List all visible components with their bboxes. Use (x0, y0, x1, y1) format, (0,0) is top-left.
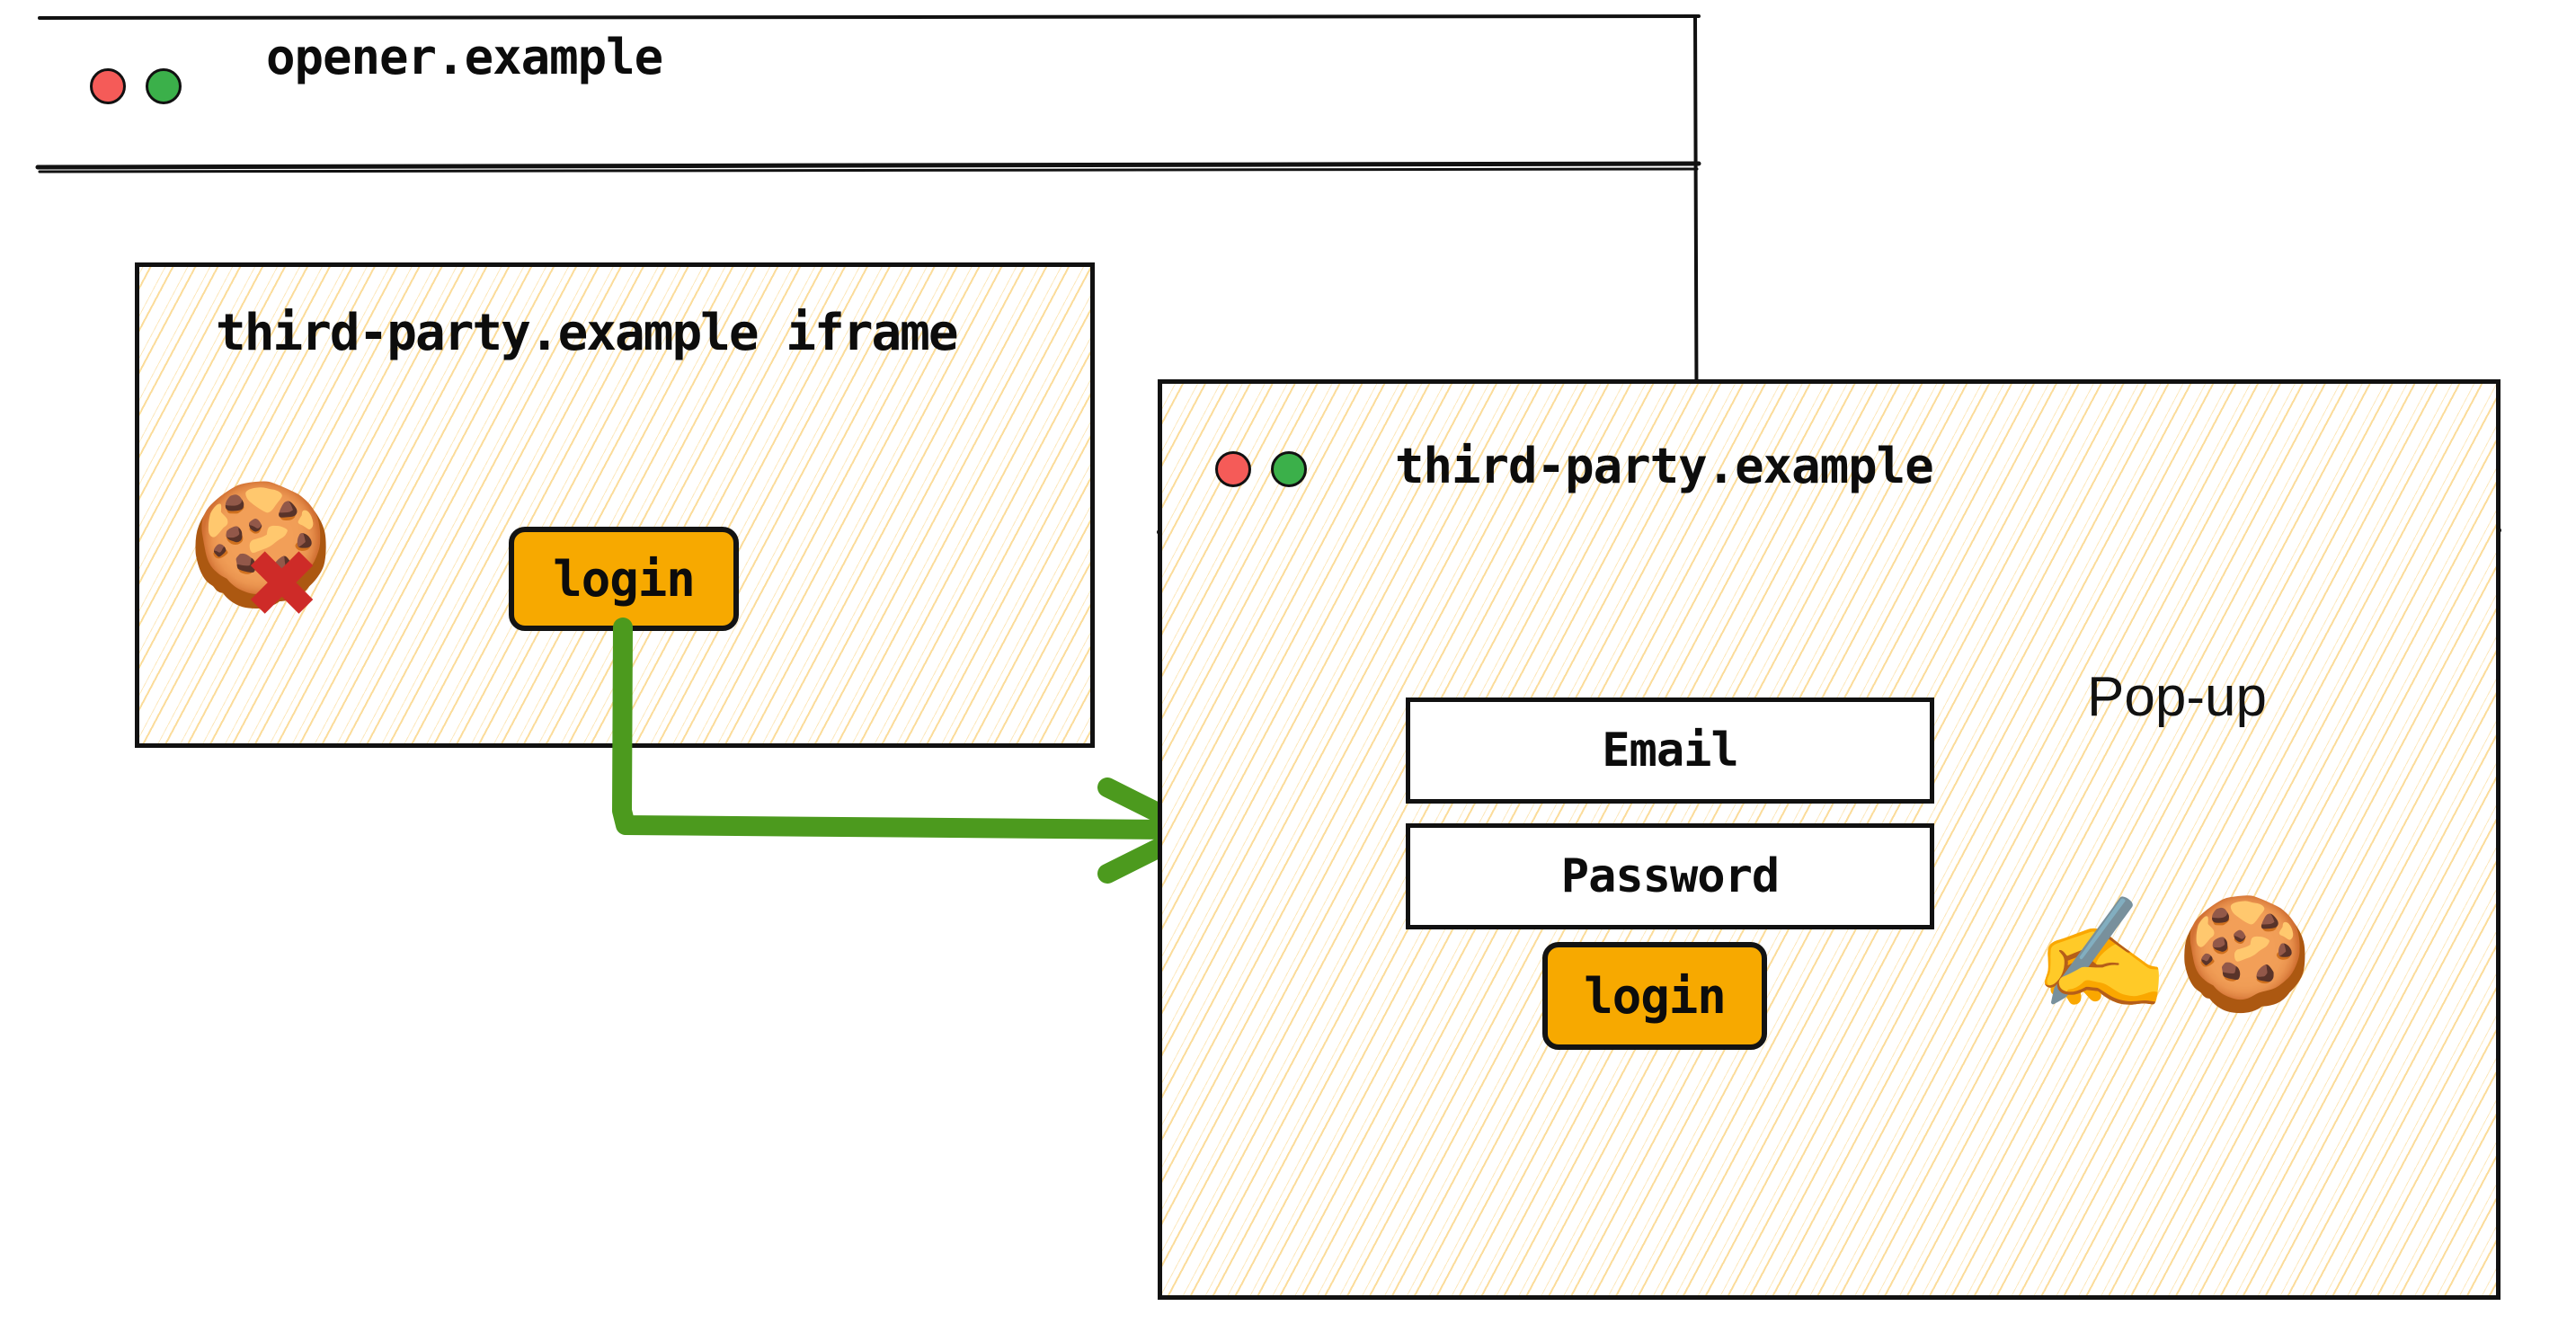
popup-window (1158, 379, 2500, 1300)
maximize-dot-icon[interactable] (146, 68, 182, 104)
email-field[interactable]: Email (1406, 698, 1934, 804)
cookie-blocked-x-icon: ✖ (243, 529, 322, 639)
close-dot-icon[interactable] (1215, 451, 1251, 487)
password-field[interactable]: Password (1406, 823, 1934, 929)
writing-hand-icon: ✍️ (2033, 890, 2170, 1017)
cookie-icon: 🍪 (187, 475, 335, 614)
popup-caption: Pop-up (2087, 666, 2267, 728)
maximize-dot-icon[interactable] (1271, 451, 1307, 487)
iframe-label: third-party.example iframe (216, 304, 959, 362)
cookie-icon: 🍪 (2176, 890, 2314, 1017)
blocked-cookie-indicator: 🍪 ✖ (187, 485, 349, 647)
opener-titlebar (36, 14, 1701, 169)
opener-window-title: opener.example (266, 29, 663, 85)
iframe-login-button[interactable]: login (509, 527, 739, 631)
popup-traffic-lights (1215, 451, 1307, 487)
popup-login-button[interactable]: login (1542, 942, 1767, 1050)
close-dot-icon[interactable] (90, 68, 126, 104)
opener-traffic-lights (90, 68, 182, 104)
popup-window-title: third-party.example (1395, 438, 1934, 494)
cookie-write-indicator: ✍️ 🍪 (2033, 899, 2314, 1009)
